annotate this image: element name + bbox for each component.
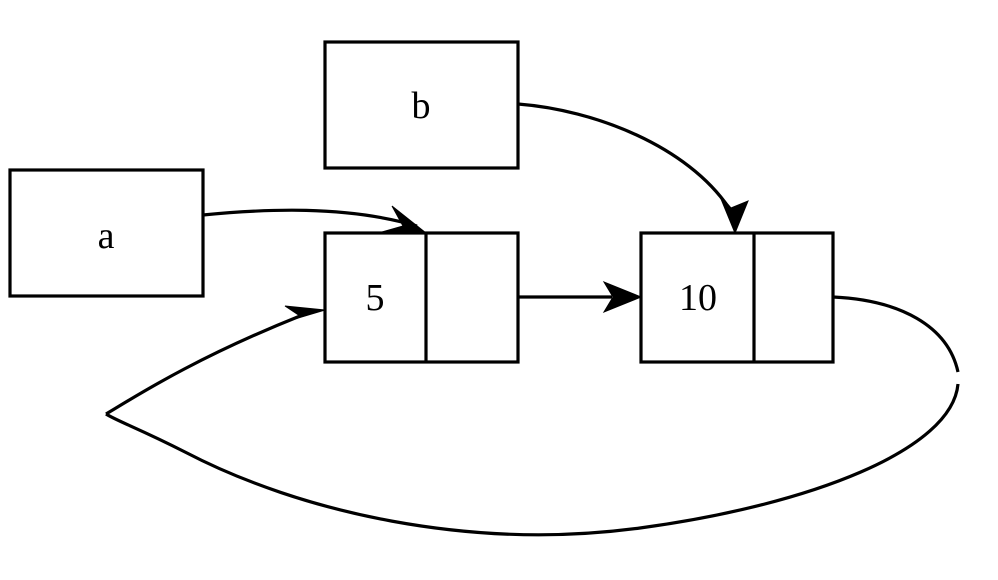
edge-b-to-node10-line	[517, 102, 731, 209]
edge-node5-to-node10[interactable]	[518, 280, 643, 314]
edge-node10-to-node5-loopback[interactable]	[105, 295, 960, 537]
edge-node10-to-node5-loopback-line	[105, 295, 960, 537]
list-node-5[interactable]: 5	[323, 231, 520, 364]
edge-a-to-node5-arrowhead-icon	[381, 205, 428, 234]
list-node-10[interactable]: 10	[639, 231, 835, 364]
list-node-10-value-label: 10	[679, 277, 717, 319]
edge-b-to-node10[interactable]	[517, 102, 749, 235]
pointer-node-b-box[interactable]	[323, 40, 520, 170]
pointer-node-a[interactable]: a	[8, 168, 205, 298]
edge-a-to-node5[interactable]	[202, 205, 428, 234]
list-node-10-box[interactable]	[639, 231, 835, 364]
edge-node10-to-node5-loopback-arrowhead-icon	[284, 305, 326, 322]
pointer-node-b[interactable]: b	[323, 40, 520, 170]
list-node-5-box[interactable]	[323, 231, 520, 364]
list-node-5-value-label: 5	[366, 277, 385, 319]
edge-b-to-node10-arrowhead-icon	[718, 193, 749, 235]
edge-node5-to-node10-arrowhead-icon	[602, 280, 643, 314]
edge-a-to-node5-line	[202, 208, 418, 228]
pointer-node-a-box[interactable]	[8, 168, 205, 298]
pointer-node-b-label: b	[412, 85, 431, 127]
pointer-node-a-label: a	[98, 215, 115, 257]
